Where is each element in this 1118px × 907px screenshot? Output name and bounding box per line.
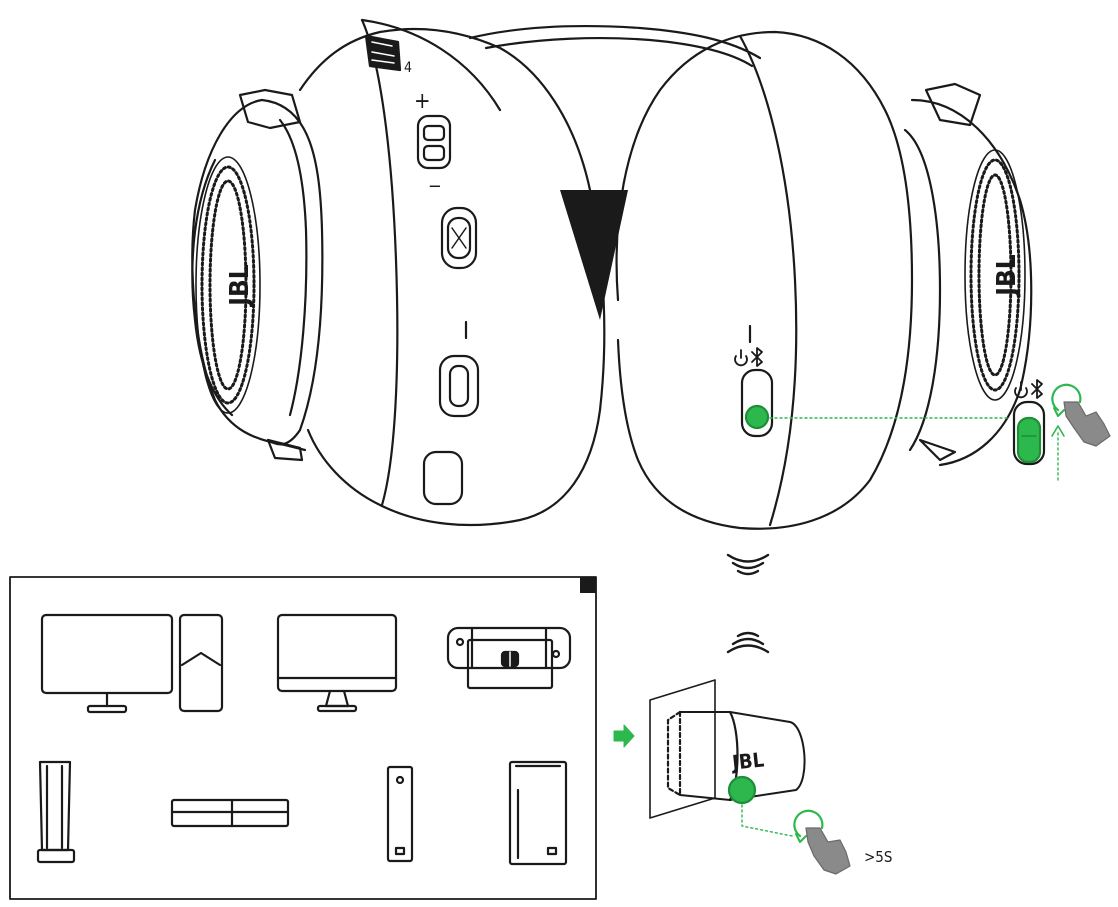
power-slider xyxy=(740,368,774,438)
mic-port xyxy=(422,450,464,506)
power-bluetooth-icon xyxy=(734,347,763,367)
dongle-tap-gesture xyxy=(793,809,851,875)
volume-rocker xyxy=(416,114,452,170)
compatible-devices-panel xyxy=(9,576,597,900)
xbox-one-console xyxy=(170,798,290,828)
left-controls: 4 + − xyxy=(364,34,480,506)
xbox-series-x xyxy=(508,760,568,866)
volume-plus-label: + xyxy=(414,89,431,114)
pc-tower xyxy=(178,613,224,713)
mac-monitor xyxy=(276,613,398,713)
right-jbl-logo: JBL xyxy=(992,254,1022,298)
hold-duration-label: >5S xyxy=(864,848,892,866)
arrow-right-icon xyxy=(613,724,635,748)
usb-c-port xyxy=(438,354,480,418)
xbox-series-s xyxy=(386,765,414,863)
power-slider-knob-highlight xyxy=(744,404,770,430)
headband xyxy=(468,25,762,320)
svg-text:4: 4 xyxy=(404,60,412,76)
dongle-jbl-logo: JBL xyxy=(730,747,765,774)
power-slider-zoom xyxy=(1012,400,1046,466)
volume-minus-label: − xyxy=(428,176,442,197)
left-jbl-logo: JBL xyxy=(225,264,255,308)
power-bluetooth-icon-zoom xyxy=(1014,379,1043,399)
ps5-console xyxy=(36,760,76,864)
slider-callout xyxy=(769,379,1111,481)
right-earcup xyxy=(615,30,1033,530)
right-controls xyxy=(734,324,774,438)
left-earcup xyxy=(191,18,606,527)
wireless-signal-icon xyxy=(726,553,770,654)
mic-mute-button xyxy=(440,206,478,270)
nintendo-switch xyxy=(446,626,572,690)
pc-monitor xyxy=(40,613,174,714)
tap-hand-icon-dongle xyxy=(805,827,851,875)
usb-dongle xyxy=(649,679,806,837)
tap-hand-icon xyxy=(1063,401,1111,447)
